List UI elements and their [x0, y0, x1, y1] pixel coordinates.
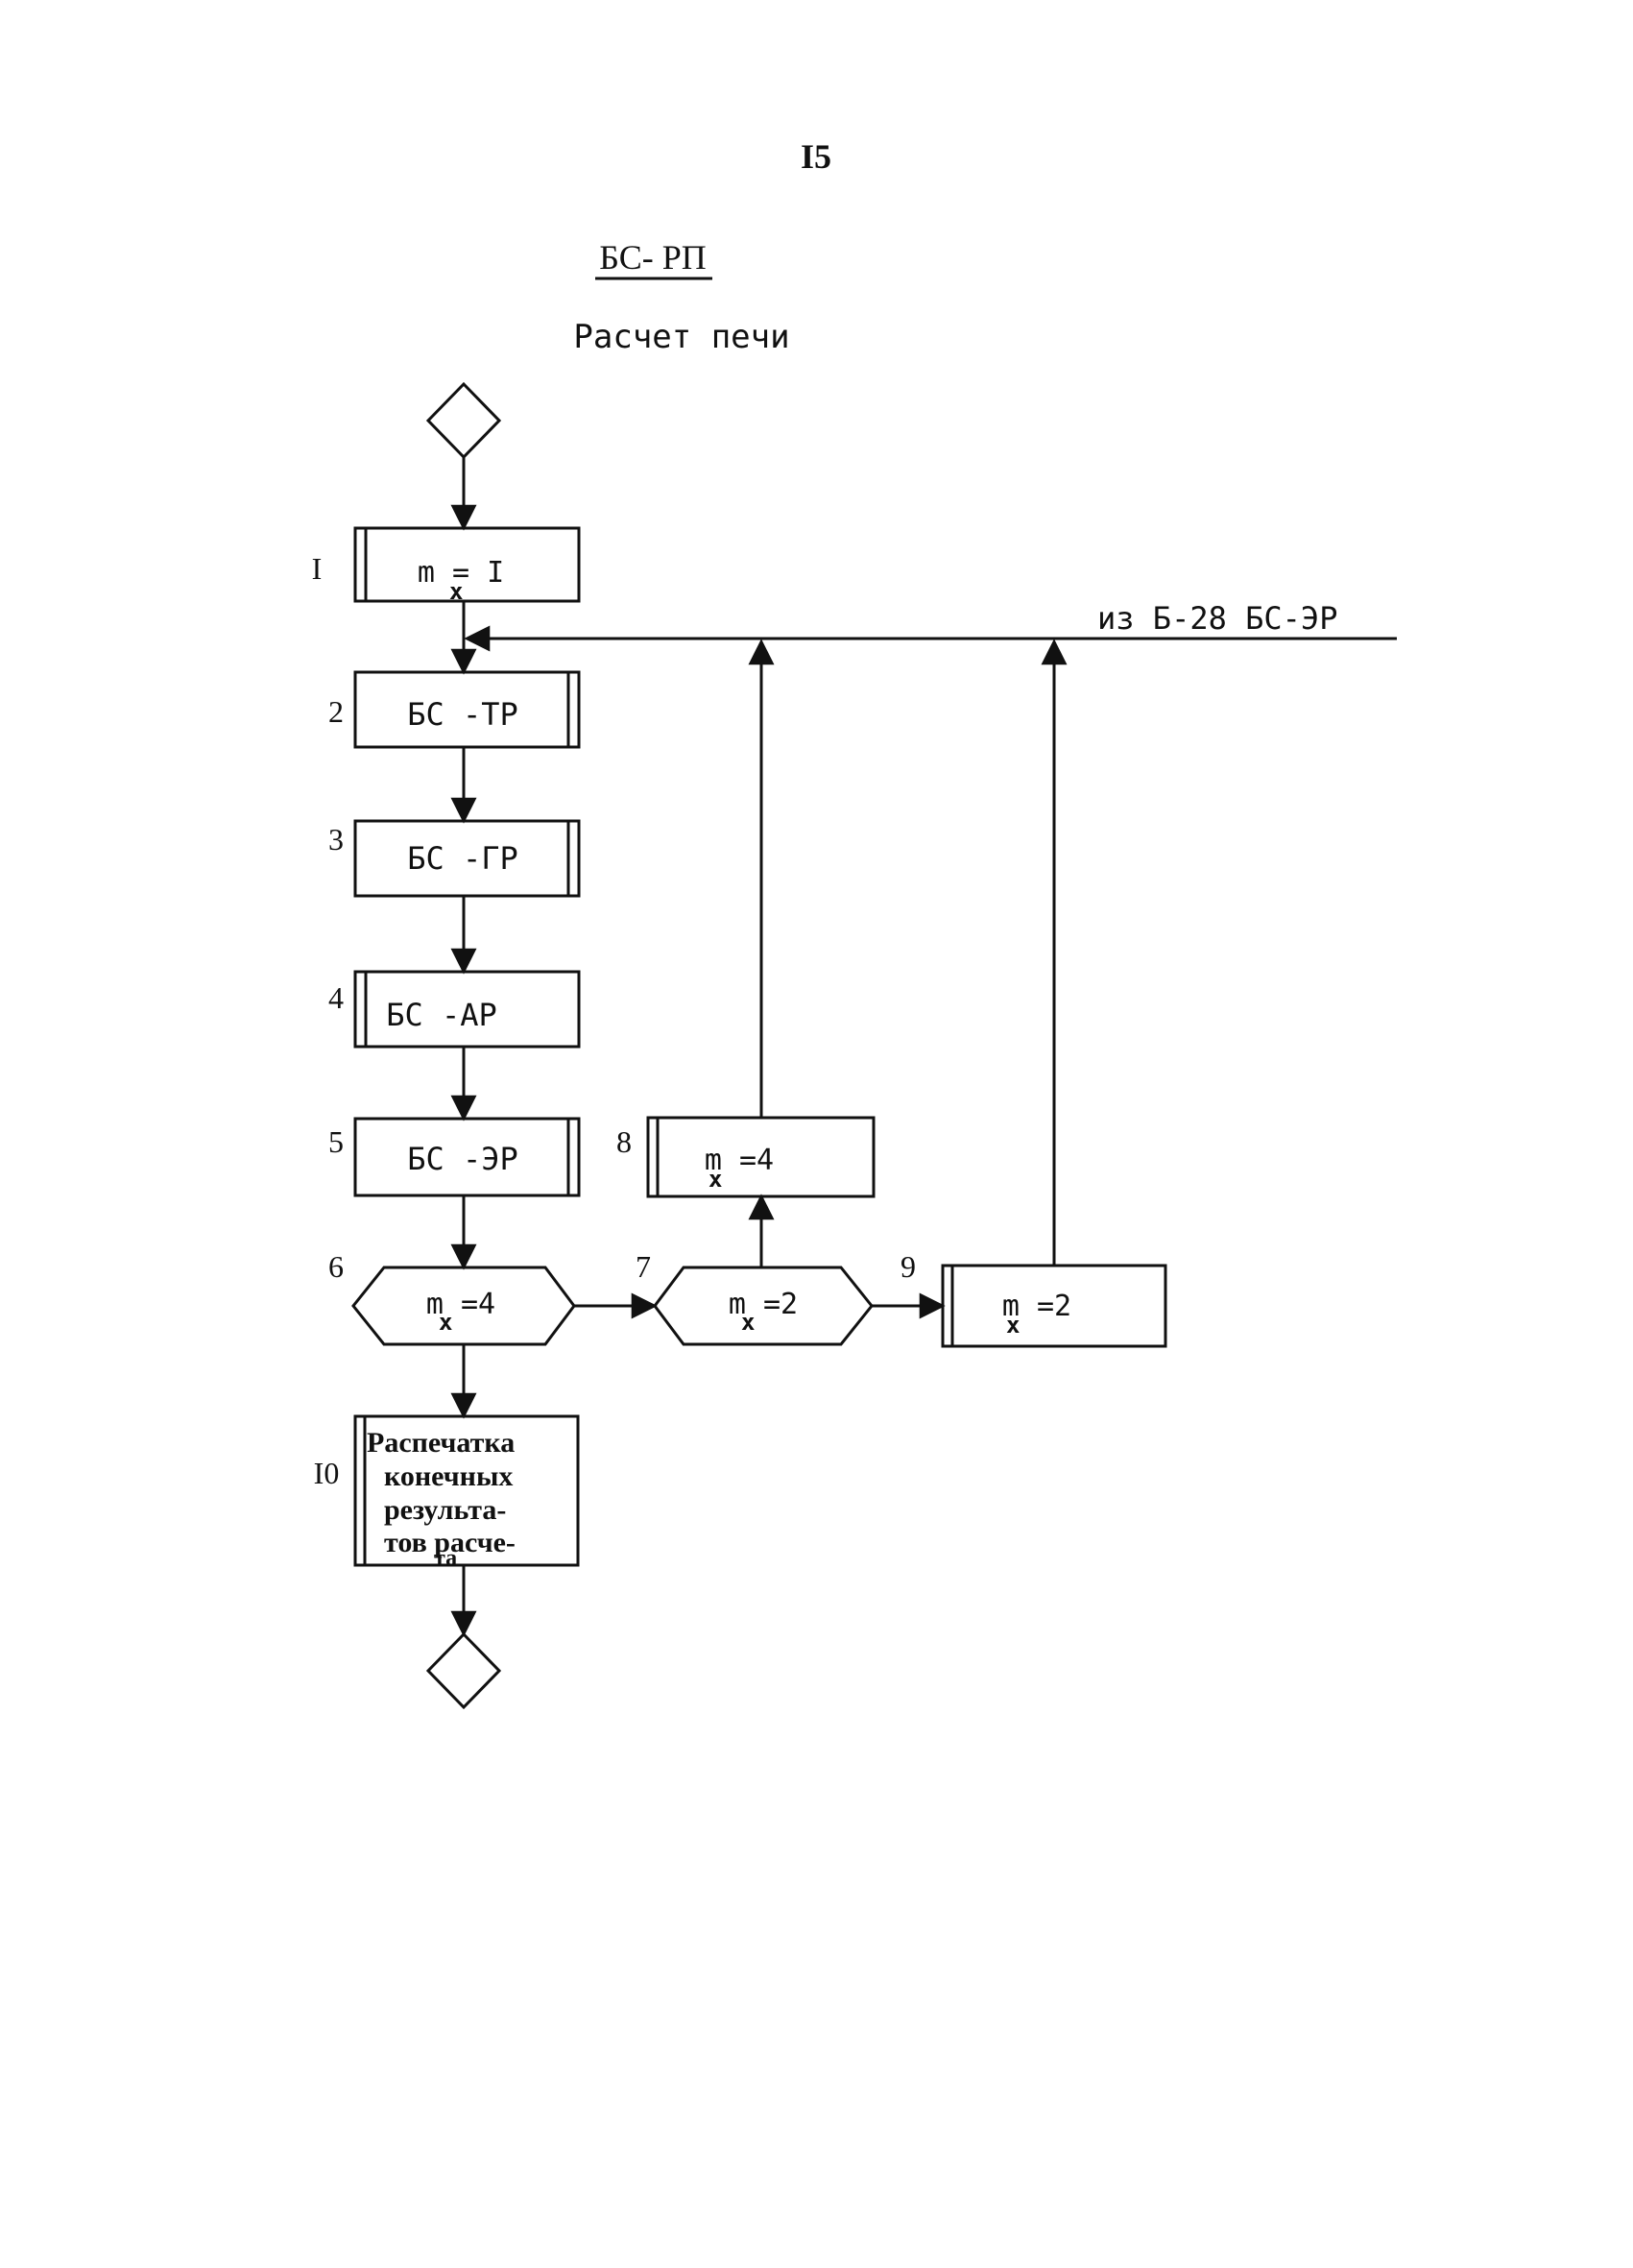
decision-7-number: 7 — [636, 1249, 651, 1284]
block-2-text: БС -ТР — [407, 696, 518, 733]
decision-7-text: m =2 — [729, 1288, 798, 1321]
block-3-number: 3 — [328, 822, 344, 857]
block-2-number: 2 — [328, 694, 344, 729]
decision-6-number: 6 — [328, 1249, 344, 1284]
block-4-number: 4 — [328, 980, 344, 1015]
incoming-label: из Б-28 БС-ЭР — [1097, 600, 1337, 637]
block-10-number: I0 — [314, 1456, 340, 1490]
page-number: I5 — [801, 137, 831, 176]
block-10-tail: та — [434, 1546, 457, 1571]
block-9: 9 m =2 x — [901, 1249, 1167, 1348]
block-9-subscript: x — [1006, 1312, 1020, 1339]
block-10-line-1: Распечатка — [367, 1427, 515, 1459]
block-9-text: m =2 — [1002, 1290, 1071, 1323]
block-1-subscript: x — [449, 578, 463, 605]
block-4-text: БС -АР — [386, 997, 497, 1033]
block-2: 2 БС -ТР — [328, 670, 581, 749]
decision-6-subscript: x — [439, 1309, 452, 1336]
block-10-line-3: результа- — [384, 1494, 506, 1526]
block-1-text: m = I — [418, 556, 504, 590]
block-10-line-4: тов расче- — [384, 1527, 516, 1558]
block-8: 8 m =4 x — [616, 1116, 876, 1198]
block-3: 3 БС -ГР — [328, 819, 581, 898]
block-1: I m = I x — [312, 526, 581, 605]
doc-title: Расчет печи — [573, 318, 789, 356]
start-connector — [425, 381, 502, 460]
block-1-number: I — [312, 551, 323, 586]
block-3-text: БС -ГР — [407, 840, 518, 877]
block-5-text: БС -ЭР — [407, 1141, 518, 1177]
decision-7: 7 m =2 x — [636, 1249, 874, 1346]
block-10: I0 Распечатка конечных результа- тов рас… — [314, 1414, 580, 1571]
block-8-number: 8 — [616, 1124, 632, 1159]
block-4: 4 БС -АР — [328, 970, 581, 1049]
doc-code: БС- РП — [599, 238, 706, 277]
block-10-line-2: конечных — [384, 1460, 513, 1492]
end-connector — [425, 1631, 502, 1710]
decision-7-subscript: x — [741, 1309, 755, 1336]
block-5: 5 БС -ЭР — [328, 1117, 581, 1197]
decision-6: 6 m =4 x — [328, 1249, 576, 1346]
block-8-text: m =4 — [705, 1144, 774, 1177]
block-9-number: 9 — [901, 1249, 916, 1284]
block-5-number: 5 — [328, 1124, 344, 1159]
block-8-subscript: x — [708, 1166, 722, 1193]
decision-6-text: m =4 — [426, 1288, 495, 1321]
